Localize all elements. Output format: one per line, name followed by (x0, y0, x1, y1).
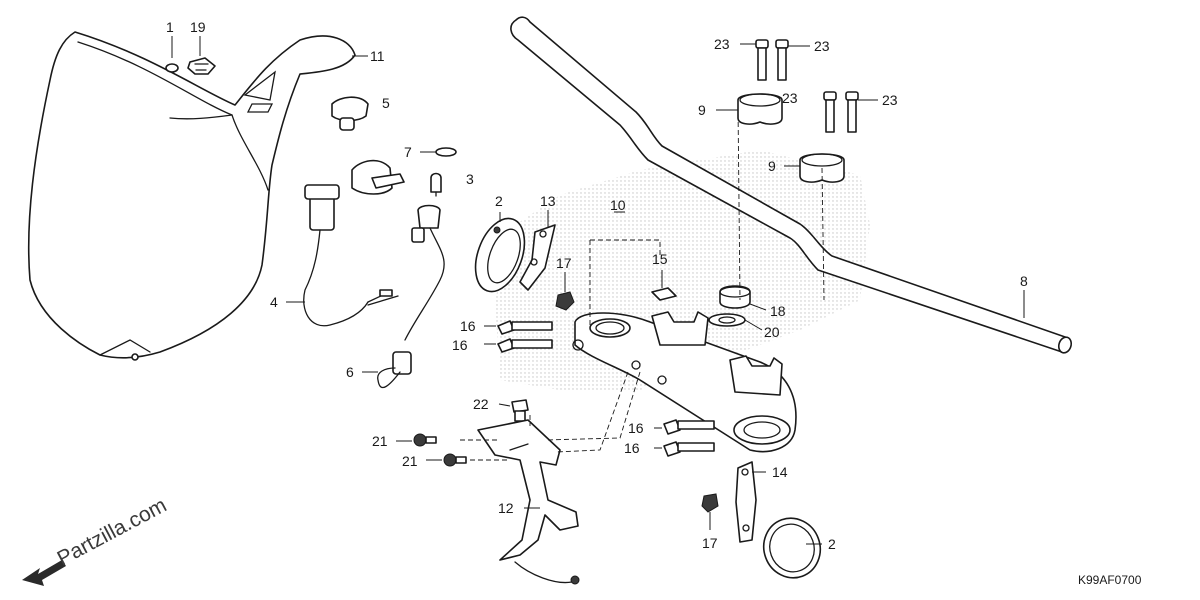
callout-20: 20 (764, 324, 780, 340)
bolt-part-23-d (845, 91, 859, 133)
bolt-part-21-a (413, 433, 437, 447)
diagram-code: K99AF0700 (1078, 573, 1142, 587)
nut-part-17-lower (701, 493, 719, 513)
horn-cover-part-2-upper (474, 217, 526, 293)
bolt-part-23-b (775, 39, 789, 81)
bracket-part-14 (735, 461, 757, 543)
callout-16-b: 16 (452, 337, 468, 353)
leader-lines (171, 36, 1025, 545)
indicator-wire-part-6 (377, 204, 445, 389)
callout-21-b: 21 (402, 453, 418, 469)
collar-part-15 (651, 287, 677, 301)
bolt-part-21-b (443, 453, 467, 467)
callout-10: 10 (610, 197, 626, 213)
callout-21-a: 21 (372, 433, 388, 449)
bolt-part-16-b (497, 338, 553, 353)
callout-18: 18 (770, 303, 786, 319)
callout-17-upper: 17 (556, 255, 572, 271)
callout-23-a: 23 (714, 36, 730, 52)
handlebar-holder-part-10 (572, 311, 797, 453)
callout-14: 14 (772, 464, 788, 480)
ignition-switch-part-4 (303, 159, 405, 327)
bracket-part-12 (477, 419, 580, 585)
watermark-logo: Partzilla.com (22, 494, 170, 586)
bracket-part-13 (519, 224, 556, 291)
callout-9-lower: 9 (768, 158, 776, 174)
nut-part-1 (165, 63, 179, 73)
grommet-part-5 (331, 96, 369, 131)
callout-11: 11 (370, 48, 385, 64)
clip-part-19 (187, 57, 216, 75)
callout-16-a: 16 (460, 318, 476, 334)
washer-part-20 (708, 313, 746, 327)
callout-22: 22 (473, 396, 489, 412)
bolt-part-23-a (755, 39, 769, 81)
callout-16-d: 16 (624, 440, 640, 456)
arrow-icon (22, 560, 66, 586)
callout-labels: 1 19 11 5 7 3 4 6 2 13 17 10 15 16 16 22… (166, 19, 1028, 552)
callout-15: 15 (652, 251, 668, 267)
nut-part-17-upper (555, 291, 575, 311)
callout-23-c: 23 (782, 90, 798, 106)
callout-6: 6 (346, 364, 354, 380)
callout-19: 19 (190, 19, 206, 35)
nut-part-18 (719, 285, 751, 309)
callout-7: 7 (404, 144, 412, 160)
callout-12: 12 (498, 500, 514, 516)
assembly-guide-lines (460, 105, 825, 461)
handlebar-part-8 (510, 16, 1073, 354)
callout-3: 3 (466, 171, 474, 187)
horn-cover-part-2-lower (762, 517, 822, 579)
callout-9-upper: 9 (698, 102, 706, 118)
headlight-visor (27, 31, 356, 361)
callout-2-upper: 2 (495, 193, 503, 209)
bolt-part-16-c (663, 419, 715, 435)
watermark-text: Partzilla.com (54, 494, 171, 571)
bolt-part-23-c (823, 91, 837, 133)
bolt-part-16-d (663, 441, 715, 457)
callout-4: 4 (270, 294, 278, 310)
callout-2-lower: 2 (828, 536, 836, 552)
callout-5: 5 (382, 95, 390, 111)
callout-8: 8 (1020, 273, 1028, 289)
ring-part-7 (435, 147, 457, 157)
callout-23-b: 23 (814, 38, 830, 54)
callout-16-c: 16 (628, 420, 644, 436)
upper-holder-part-9-a (737, 93, 783, 125)
callout-13: 13 (540, 193, 556, 209)
bulb-part-3 (430, 172, 442, 197)
callout-17-lower: 17 (702, 535, 718, 551)
bolt-part-16-a (497, 320, 553, 335)
callout-23-d: 23 (882, 92, 898, 108)
bolt-part-22 (511, 399, 529, 422)
callout-1: 1 (166, 19, 174, 35)
